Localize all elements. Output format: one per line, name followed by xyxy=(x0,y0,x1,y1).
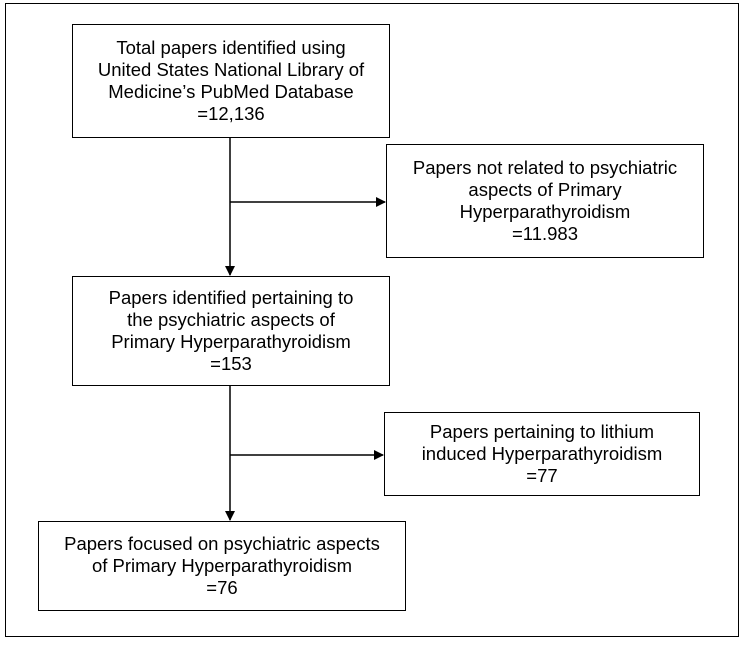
psychiatric-count: =153 xyxy=(210,353,252,374)
lithium-line-2: induced Hyperparathyroidism xyxy=(421,443,663,464)
psychiatric-line-3: Primary Hyperparathyroidism xyxy=(111,331,351,352)
lithium-count: =77 xyxy=(526,465,558,486)
lithium-line-1: Papers pertaining to lithium xyxy=(429,421,655,442)
not-related-line-2: aspects of Primary xyxy=(468,179,622,200)
focused-papers-box: Papers focused on psychiatric aspects of… xyxy=(38,521,406,611)
psychiatric-line-2: the psychiatric aspects of xyxy=(127,309,335,330)
not-related-count: =11.983 xyxy=(511,223,578,244)
psychiatric-papers-box: Papers identified pertaining to the psyc… xyxy=(72,276,390,386)
total-papers-line-1: Total papers identified using xyxy=(116,37,346,58)
psychiatric-line-1: Papers identified pertaining to xyxy=(108,287,354,308)
total-papers-line-3: Medicine’s PubMed Database xyxy=(108,81,354,102)
not-related-line-1: Papers not related to psychiatric xyxy=(412,157,678,178)
focused-count: =76 xyxy=(206,577,238,598)
total-papers-count: =12,136 xyxy=(197,103,265,124)
focused-line-2: of Primary Hyperparathyroidism xyxy=(91,555,353,576)
focused-line-1: Papers focused on psychiatric aspects xyxy=(64,533,380,554)
diagram-frame xyxy=(5,3,739,637)
not-related-line-3: Hyperparathyroidism xyxy=(459,201,631,222)
lithium-papers-box: Papers pertaining to lithium induced Hyp… xyxy=(384,412,700,496)
total-papers-box: Total papers identified using United Sta… xyxy=(72,24,390,138)
total-papers-line-2: United States National Library of xyxy=(97,59,365,80)
not-related-papers-box: Papers not related to psychiatric aspect… xyxy=(386,144,704,258)
